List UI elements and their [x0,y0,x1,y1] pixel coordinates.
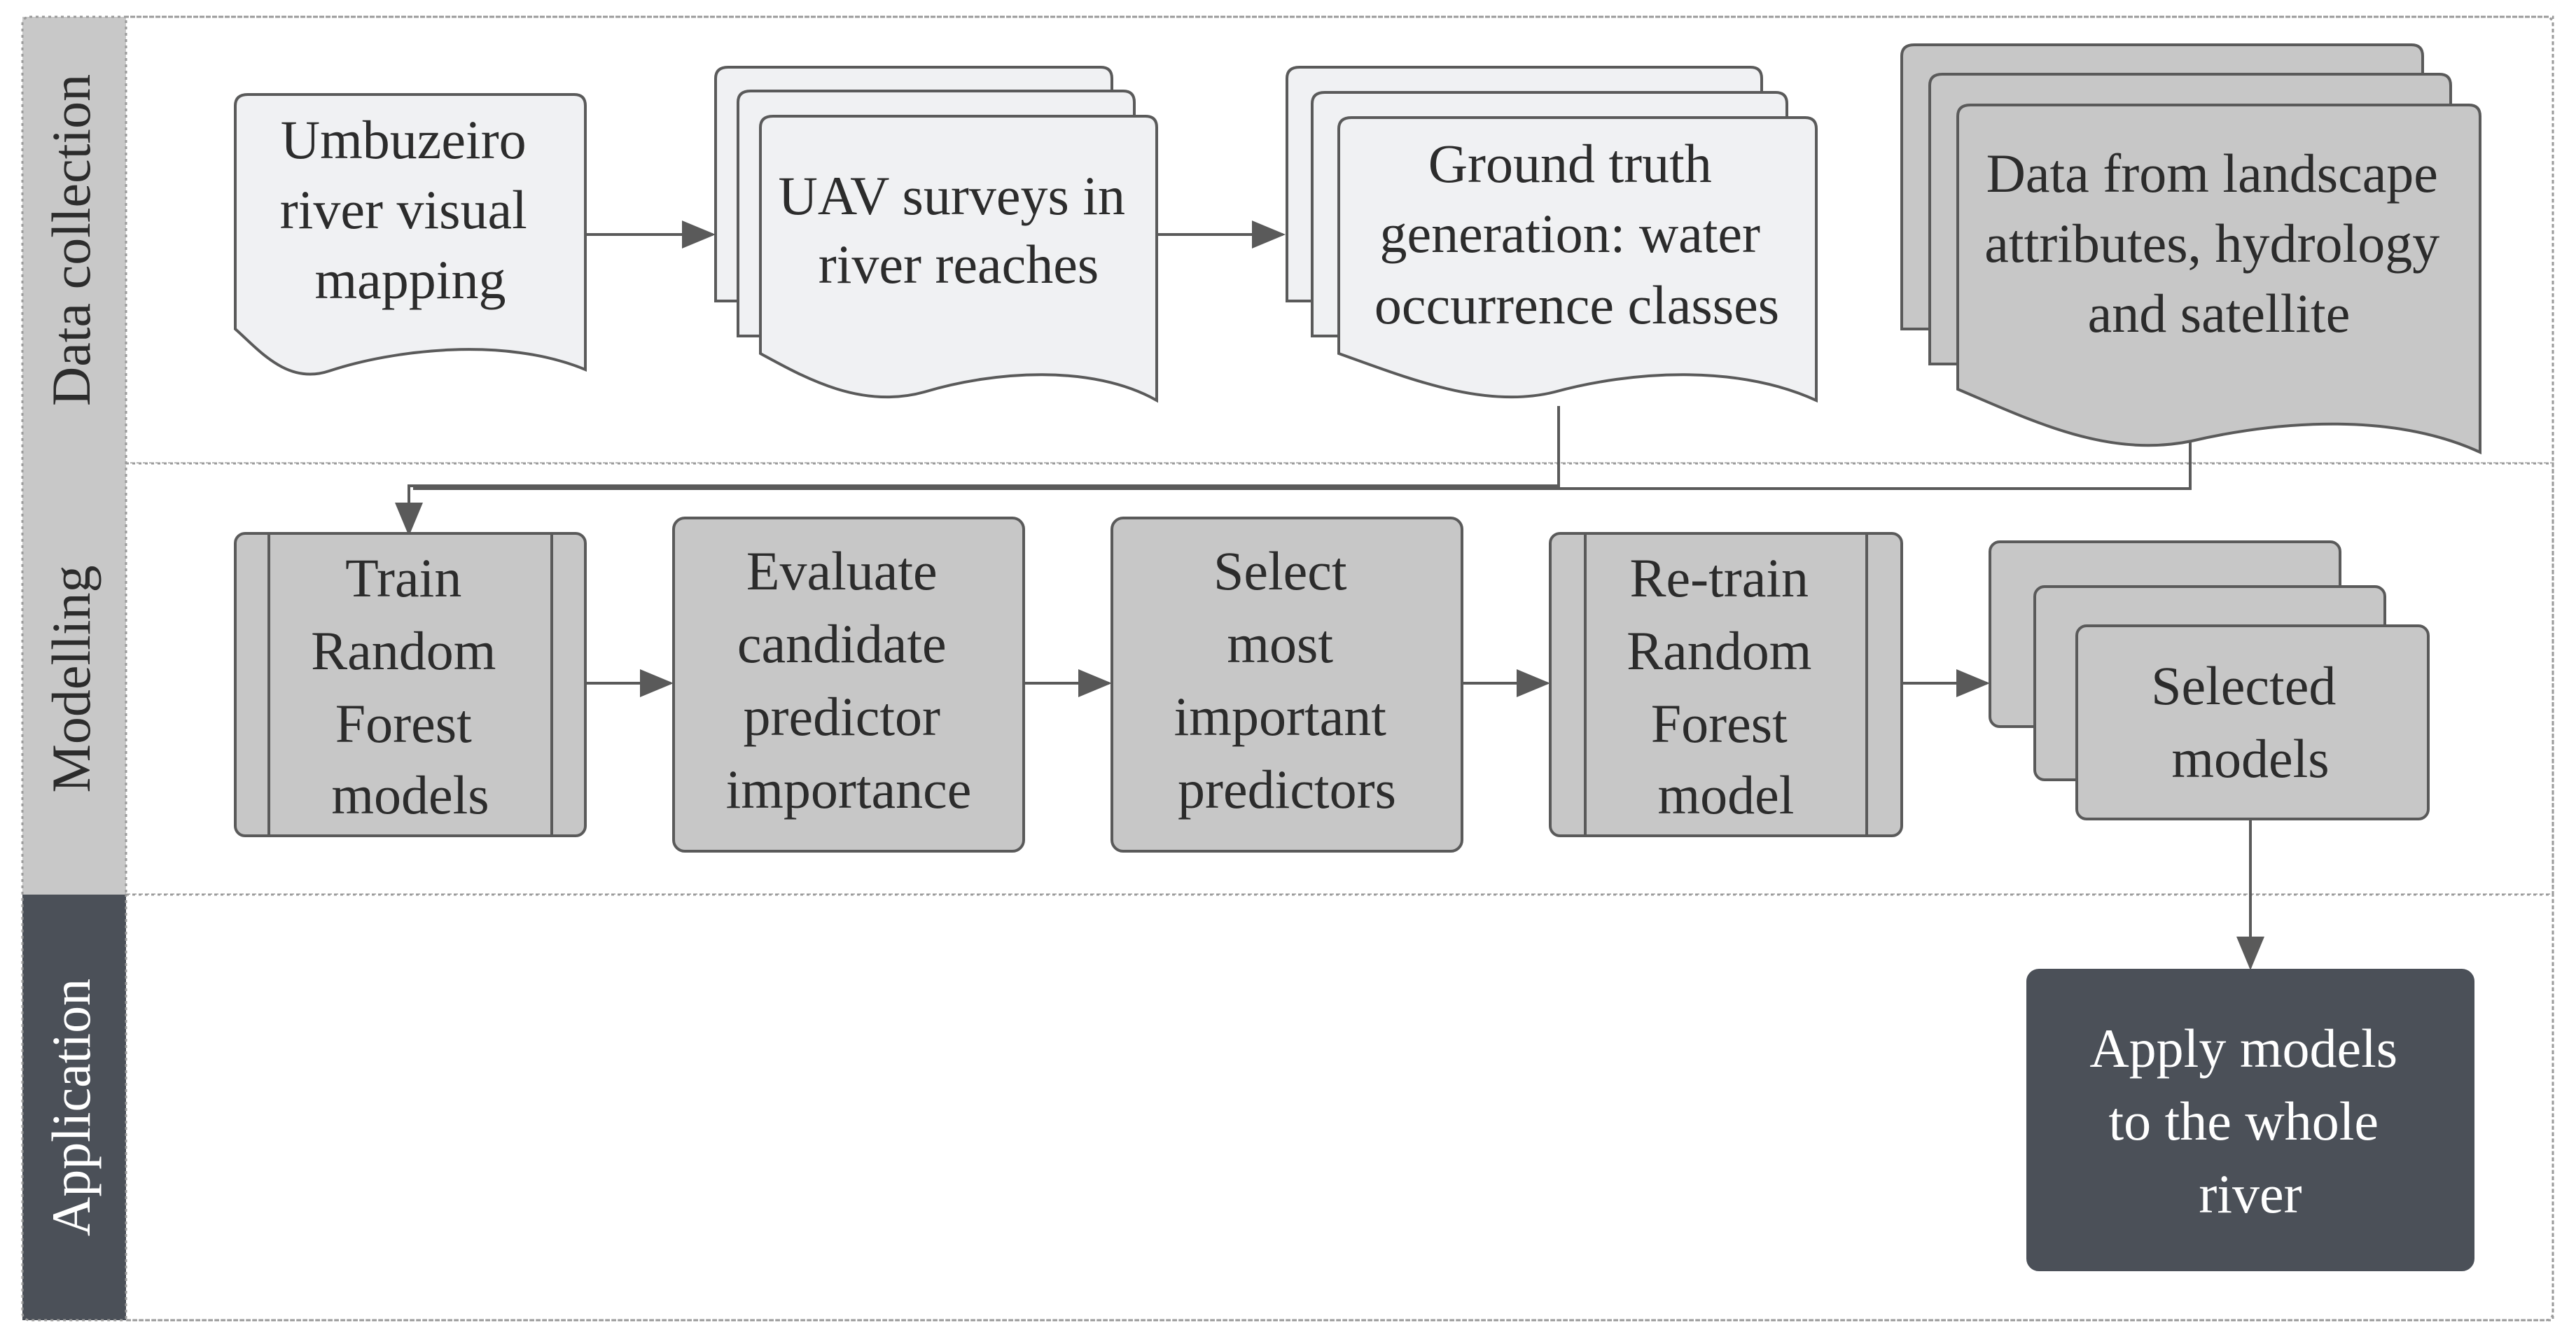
train-line-4: models [331,764,489,825]
groundtruth-line-3: occurrence classes [1374,274,1779,335]
apply-line-3: river [2199,1163,2302,1224]
umbuzeiro-line-2: river visual [280,179,527,240]
landscape-line-1: Data from landscape [1986,143,2438,204]
train-line-2: Random [311,620,496,681]
umbuzeiro-line-3: mapping [315,249,506,310]
svg-text:Data from landscape attr: Data from landscape attributes, hydrolog… [1984,143,2453,344]
evaluate-line-4: importance [726,759,972,820]
node-uav-surveys: UAV surveys in river reaches [714,66,1158,403]
node-umbuzeiro-mapping: Umbuzeiro river visual mapping [234,93,587,376]
select-line-3: important [1174,686,1387,747]
selected-line-1: Selected [2151,655,2336,716]
node-apply-models: Apply models to the whole river [2026,969,2474,1271]
retrain-line-4: model [1658,764,1795,825]
lane-label-modelling: Modelling [41,566,102,793]
svg-text:Ground truth generation:: Ground truth generation: water occurrenc… [1374,133,1779,335]
retrain-line-2: Random [1627,620,1811,681]
node-train-random-forest: Train Random Forest models [234,532,587,837]
svg-text:Evaluate candidate: Evaluate candidate predictor importance [726,540,972,820]
retrain-line-1: Re-train [1629,547,1809,608]
svg-text:Select most import: Select most important predictors [1174,540,1400,820]
evaluate-line-1: Evaluate [746,540,938,601]
svg-text:Selected models: Selected models [2151,655,2350,789]
umbuzeiro-line-1: Umbuzeiro [281,109,527,170]
uav-line-2: river reaches [819,234,1099,295]
landscape-line-2: attributes, hydrology [1984,213,2439,274]
landscape-line-3: and satellite [2088,283,2351,344]
node-ground-truth: Ground truth generation: water occurrenc… [1286,66,1818,403]
select-line-4: predictors [1178,759,1396,820]
lane-label-data-collection: Data collection [41,74,102,406]
apply-line-2: to the whole [2108,1091,2379,1152]
train-line-1: Train [345,547,461,608]
groundtruth-line-2: generation: water [1379,203,1760,264]
uav-line-1: UAV surveys in [779,165,1126,226]
retrain-line-3: Forest [1651,693,1788,754]
node-evaluate-predictors: Evaluate candidate predictor importance [672,517,1025,853]
svg-text:Umbuzeiro river visual: Umbuzeiro river visual mapping [280,109,541,310]
lane-label-application: Application [41,979,102,1236]
select-line-2: most [1227,613,1333,674]
node-retrain-random-forest: Re-train Random Forest model [1549,532,1903,837]
diagram-frame [21,15,2554,1322]
evaluate-line-2: candidate [737,613,947,674]
svg-text:Re-train Random Fo: Re-train Random Forest model [1627,547,1825,825]
apply-line-1: Apply models [2089,1018,2397,1079]
groundtruth-line-1: Ground truth [1428,133,1712,194]
node-selected-models: Selected models [1989,540,2430,820]
evaluate-line-3: predictor [743,686,940,747]
svg-text:UAV surveys in river rea: UAV surveys in river reaches [779,165,1139,295]
node-landscape-data: Data from landscape attributes, hydrolog… [1900,43,2481,455]
connectors [395,220,2264,970]
node-select-predictors: Select most important predictors [1111,517,1463,853]
selected-line-2: models [2171,728,2329,789]
train-line-3: Forest [335,693,472,754]
select-line-1: Select [1213,540,1347,601]
arrow-groundtruth-to-train [395,406,1560,536]
svg-text:Apply models to the whol: Apply models to the whole river [2089,1018,2411,1224]
svg-text:Train Random Fores: Train Random Forest models [311,547,510,825]
connector-landscape-to-train [413,438,2192,490]
